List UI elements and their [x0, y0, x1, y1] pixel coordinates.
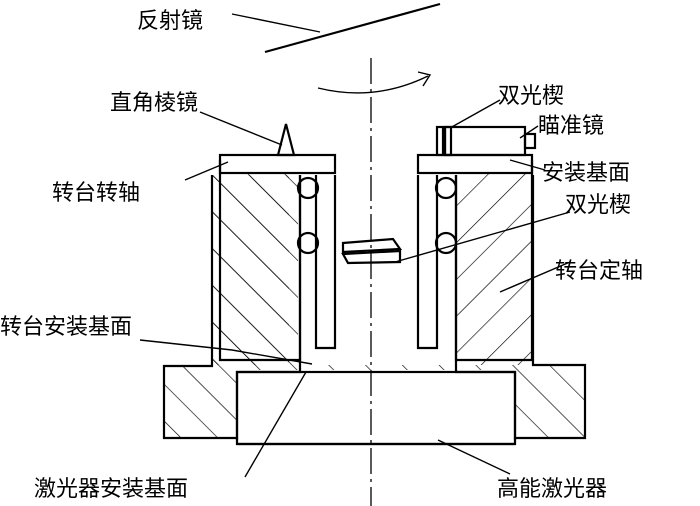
label-laser-mount-surface: 激光器安装基面 [34, 477, 188, 502]
leader-aiming-scope [519, 125, 539, 139]
leader-turntable-mount [139, 339, 313, 365]
leader-turntable-shaft [184, 161, 229, 181]
turntable-shaft-inner-left [314, 175, 337, 350]
mirror-line [264, 2, 441, 54]
label-mount-surface: 安装基面 [542, 161, 630, 186]
label-aiming-scope: 瞄准镜 [538, 114, 604, 139]
aiming-scope-eyepiece [523, 132, 537, 150]
double-wedge-mid-top [341, 237, 403, 254]
bearing-left-top [296, 176, 320, 200]
label-mirror: 反射镜 [137, 9, 203, 34]
high-energy-laser-body [235, 370, 517, 446]
label-high-energy-laser: 高能激光器 [497, 477, 607, 502]
rotation-arrowhead [417, 71, 432, 87]
label-fixed-shaft: 转台定轴 [555, 259, 643, 284]
leader-prism [199, 111, 283, 146]
label-right-angle-prism: 直角棱镜 [110, 91, 198, 116]
turntable-shaft-inner-right [416, 175, 439, 350]
leader-mount-surface [509, 159, 546, 171]
label-turntable-mount-surface: 转台安装基面 [0, 315, 132, 340]
top-plate-left [218, 153, 337, 175]
bearing-right-bottom [434, 231, 458, 255]
aiming-scope-body [443, 125, 527, 157]
double-wedge-mid-bottom [341, 249, 402, 265]
leader-mirror [231, 13, 321, 33]
label-turntable-shaft: 转台转轴 [52, 181, 140, 206]
right-rotor-block [456, 172, 532, 365]
leader-high-energy-laser [437, 439, 511, 475]
bearing-left-bottom [296, 231, 320, 255]
double-wedge-top-a [435, 125, 445, 157]
leader-double-wedge-mid [394, 211, 571, 263]
label-double-wedge-top: 双光楔 [498, 84, 564, 109]
leader-laser-mount [244, 371, 307, 478]
leader-fixed-shaft [499, 261, 571, 293]
top-plate-right [416, 153, 534, 175]
fixed-housing-outline-left [162, 175, 236, 440]
bearing-right-top [434, 176, 458, 200]
right-angle-prism [276, 123, 296, 157]
double-wedge-top-b [443, 125, 453, 157]
label-double-wedge-mid: 双光楔 [565, 193, 631, 218]
rotation-arrow [317, 75, 429, 94]
leader-double-wedge-top [449, 99, 501, 129]
left-rotor-block [213, 172, 289, 365]
